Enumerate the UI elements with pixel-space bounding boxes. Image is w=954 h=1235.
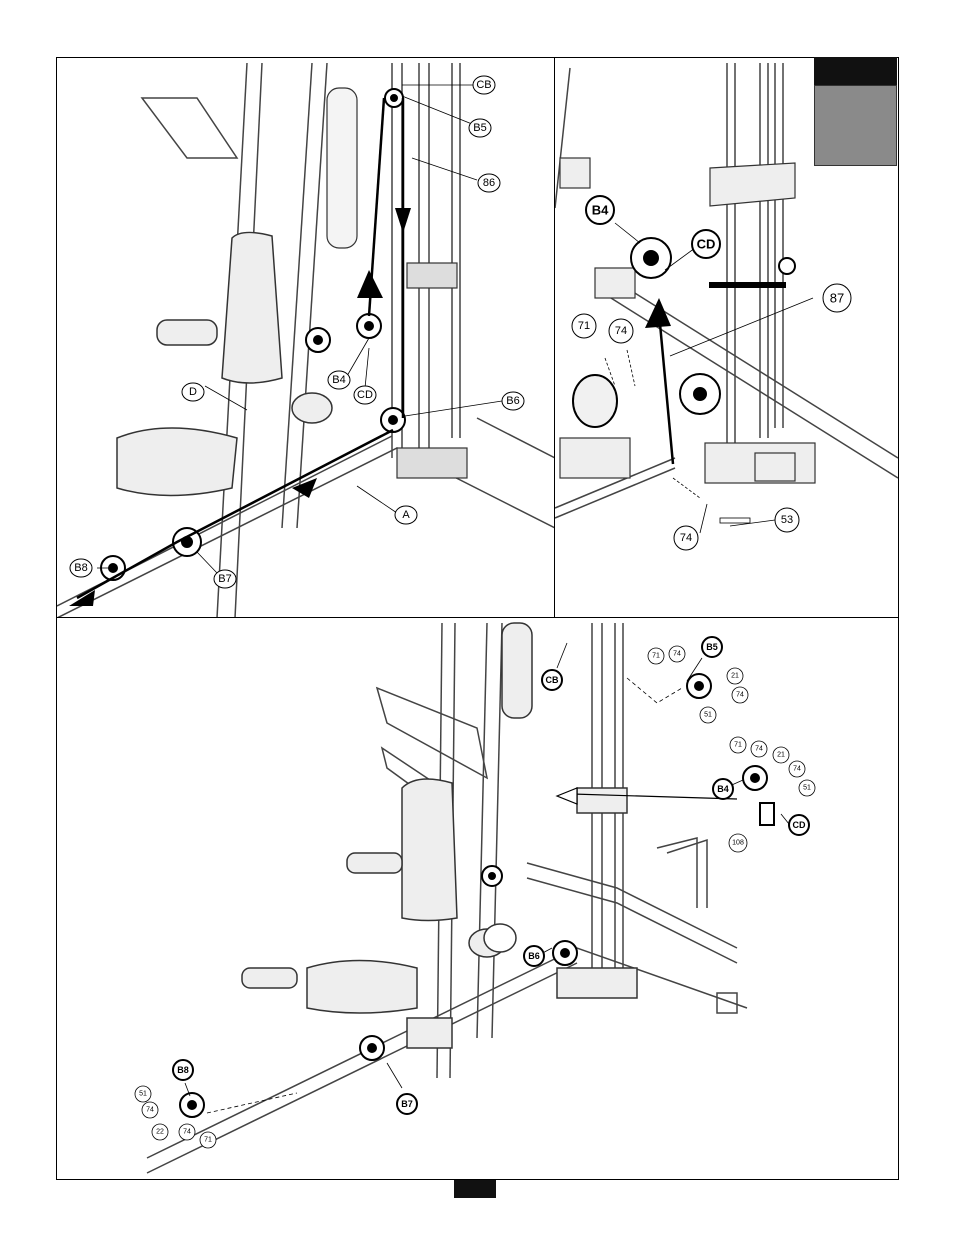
svg-text:CD: CD	[793, 820, 806, 830]
svg-text:B4: B4	[332, 374, 345, 386]
callout-b8: B8	[70, 559, 92, 577]
svg-text:74: 74	[755, 746, 763, 753]
svg-text:51: 51	[803, 785, 811, 792]
svg-text:CB: CB	[476, 79, 491, 91]
callout-b5-74b: 74	[732, 687, 748, 703]
svg-text:B8: B8	[74, 562, 87, 574]
svg-text:B5: B5	[473, 122, 486, 134]
callout-b8-74b: 74	[179, 1124, 195, 1140]
callout-b5: B5	[469, 119, 491, 137]
svg-text:71: 71	[652, 653, 660, 660]
arrow-down	[395, 208, 411, 233]
callout-74-bottom: 74	[674, 526, 698, 550]
callout-b8-74a: 74	[142, 1102, 158, 1118]
svg-text:CD: CD	[357, 389, 373, 401]
callout-74-top: 74	[609, 319, 633, 343]
seat-pad	[307, 961, 417, 1014]
callout-b4: B4	[713, 779, 733, 799]
svg-text:71: 71	[204, 1137, 212, 1144]
panel-pulley-assembly: CB B5 71 74 21 74 51 B4	[56, 617, 899, 1180]
page-number-tab	[454, 1180, 496, 1198]
callout-b5-71: 71	[648, 648, 664, 664]
carriage	[710, 163, 795, 206]
callout-cd: CD	[789, 815, 809, 835]
callout-b8-22: 22	[152, 1124, 168, 1140]
callout-d: D	[182, 383, 204, 401]
seat-pad	[117, 428, 237, 496]
svg-text:51: 51	[139, 1091, 147, 1098]
svg-text:22: 22	[156, 1129, 164, 1136]
callout-b6: B6	[524, 946, 544, 966]
seat-back	[222, 232, 282, 383]
callout-b4-71: 71	[730, 737, 746, 753]
section-tab	[814, 57, 897, 85]
callout-b4: B4	[328, 371, 350, 389]
callout-b4-74a: 74	[751, 741, 767, 757]
cable-routing-drawing: CB B5 86 B4 CD D B6 A	[57, 58, 555, 618]
svg-text:B4: B4	[592, 203, 609, 218]
svg-text:74: 74	[793, 766, 801, 773]
callout-87: 87	[823, 284, 851, 312]
svg-text:51: 51	[704, 712, 712, 719]
seat-back	[402, 779, 457, 921]
svg-text:B5: B5	[706, 642, 718, 652]
svg-text:B8: B8	[177, 1065, 189, 1075]
svg-text:B7: B7	[218, 573, 231, 585]
svg-text:86: 86	[483, 177, 495, 189]
panel-cable-routing: CB B5 86 B4 CD D B6 A	[56, 57, 556, 619]
callout-cd: CD	[692, 230, 720, 258]
svg-text:B4: B4	[717, 784, 729, 794]
section-tab-block	[814, 85, 897, 166]
callout-cb: CB	[473, 76, 495, 94]
callout-b7: B7	[397, 1094, 417, 1114]
svg-text:B6: B6	[506, 395, 519, 407]
svg-text:74: 74	[680, 532, 692, 544]
svg-text:CB: CB	[546, 675, 559, 685]
svg-text:74: 74	[183, 1129, 191, 1136]
callout-53: 53	[775, 508, 799, 532]
callout-b4-21: 21	[773, 747, 789, 763]
callout-b5: B5	[702, 637, 722, 657]
callout-b5-51: 51	[700, 707, 716, 723]
callout-b5-74a: 74	[669, 646, 685, 662]
svg-text:D: D	[189, 386, 197, 398]
svg-text:74: 74	[673, 651, 681, 658]
callout-cb: CB	[542, 670, 562, 690]
callout-cd: CD	[354, 386, 376, 404]
callout-b8-71: 71	[200, 1132, 216, 1148]
callout-b8-51: 51	[135, 1086, 151, 1102]
svg-text:71: 71	[578, 320, 590, 332]
svg-text:71: 71	[734, 742, 742, 749]
callout-b8: B8	[173, 1060, 193, 1080]
svg-text:74: 74	[736, 692, 744, 699]
svg-text:108: 108	[732, 840, 744, 847]
svg-text:74: 74	[615, 325, 627, 337]
pulley-assembly-drawing: CB B5 71 74 21 74 51 B4	[57, 618, 898, 1179]
svg-text:B7: B7	[401, 1099, 413, 1109]
callout-108: 108	[729, 834, 747, 852]
callout-b7: B7	[214, 570, 236, 588]
arrow-install	[557, 788, 577, 804]
svg-text:21: 21	[731, 673, 739, 680]
arrow-up	[357, 270, 383, 298]
callout-b6: B6	[502, 392, 524, 410]
svg-text:B6: B6	[528, 951, 540, 961]
callout-b4: B4	[586, 196, 614, 224]
callout-a: A	[395, 506, 417, 524]
svg-text:21: 21	[777, 752, 785, 759]
svg-text:87: 87	[830, 291, 844, 306]
callout-b4-74b: 74	[789, 761, 805, 777]
callout-b5-21: 21	[727, 668, 743, 684]
callout-86: 86	[478, 174, 500, 192]
svg-text:A: A	[402, 509, 410, 521]
svg-text:53: 53	[781, 514, 793, 526]
svg-text:CD: CD	[697, 237, 716, 252]
callout-71: 71	[572, 314, 596, 338]
svg-text:74: 74	[146, 1107, 154, 1114]
callout-b4-51: 51	[799, 780, 815, 796]
